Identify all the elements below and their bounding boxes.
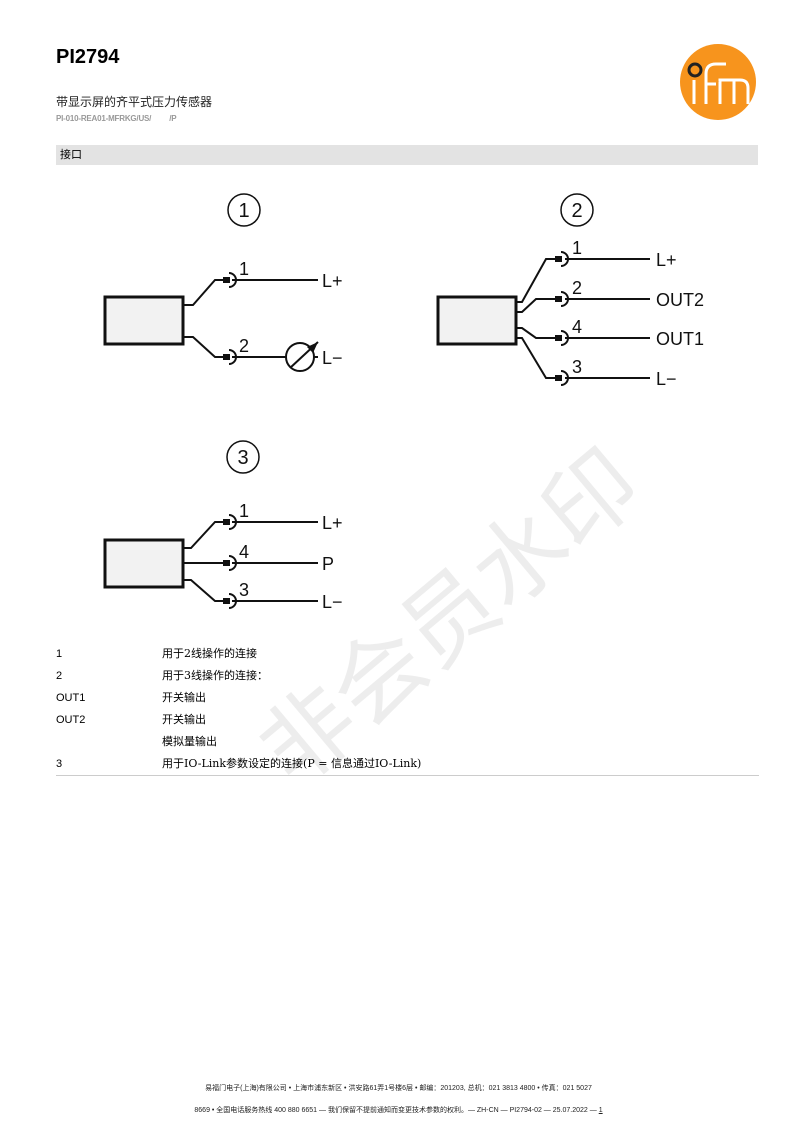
legend-row: OUT2 开关输出 [56,709,759,731]
section-header: 接口 [56,145,758,165]
pin-label: L+ [322,513,343,533]
legend-value: 模拟量输出 [162,735,217,748]
code-part: /P [169,114,177,123]
legend-row: 2 用于3线操作的连接： [56,665,759,687]
pin-number: 1 [572,238,582,258]
pin-number: 4 [572,317,582,337]
pin-label: L− [656,369,677,389]
legend-row: OUT1 开关输出 [56,687,759,709]
footer-line-1: 易福门电子(上海)有限公司 • 上海市浦东新区 • 洪安路61弄1号楼6层 • … [205,1085,592,1092]
pin-number: 4 [239,542,249,562]
code-part: PI-010-REA01-MFRKG/US/ [56,114,152,123]
pin-label: OUT2 [656,290,704,310]
legend-value: 用于IO-Link参数设定的连接(P = 信息通过IO-Link) [162,757,422,770]
pin-label: L− [322,592,343,612]
legend-row: 1 用于2线操作的连接 [56,643,759,665]
legend-value: 用于3线操作的连接： [162,669,268,682]
pin-label: OUT1 [656,329,704,349]
ifm-logo: ifm [680,44,756,120]
pin-number: 2 [572,278,582,298]
product-title: PI2794 [56,46,120,68]
legend-key: 1 [56,648,63,660]
pin-label: P [322,554,334,574]
legend-key: 2 [56,670,63,682]
footer-line-2: 8669 • 全国电话服务热线 400 880 6651 — 我们保留不提前通知… [0,1105,797,1115]
legend-key: 3 [56,758,63,770]
diagram-number: 1 [238,200,249,222]
pin-number: 3 [239,580,249,600]
pin-number: 2 [239,336,249,356]
legend-value: 开关输出 [162,713,206,726]
legend-value: 用于2线操作的连接 [162,647,257,660]
logo-text: ifm [718,81,720,83]
pin-number: 3 [572,357,582,377]
legend-row: 模拟量输出 [56,731,759,753]
pin-number: 1 [239,259,249,279]
product-subtitle: 带显示屏的齐平式压力传感器 [56,95,213,109]
diagram-number: 3 [237,447,248,469]
page-number: 1 [598,1107,603,1114]
legend-value: 开关输出 [162,691,206,704]
legend-key [56,731,162,753]
pin-number: 1 [239,501,249,521]
legend-key: OUT2 [56,714,86,726]
pin-label: L+ [322,271,343,291]
footer-text: 8669 • 全国电话服务热线 400 880 6651 — 我们保留不提前通知… [194,1107,597,1114]
wiring-diagrams: 1 1 L+ 2 L− 2 1 L+ 2 OUT2 4 OUT1 3 L− 3 … [103,193,704,612]
legend-table: 1 用于2线操作的连接 2 用于3线操作的连接： OUT1 开关输出 OUT2 开关输出… [56,643,759,776]
legend-key: OUT1 [56,692,86,704]
pin-label: L− [322,348,343,368]
pin-label: L+ [656,250,677,270]
product-code: PI-010-REA01-MFRKG/US/ /P [56,114,194,123]
legend-row: 3 用于IO-Link参数设定的连接(P = 信息通过IO-Link) [56,753,759,775]
diagram-number: 2 [571,200,582,222]
